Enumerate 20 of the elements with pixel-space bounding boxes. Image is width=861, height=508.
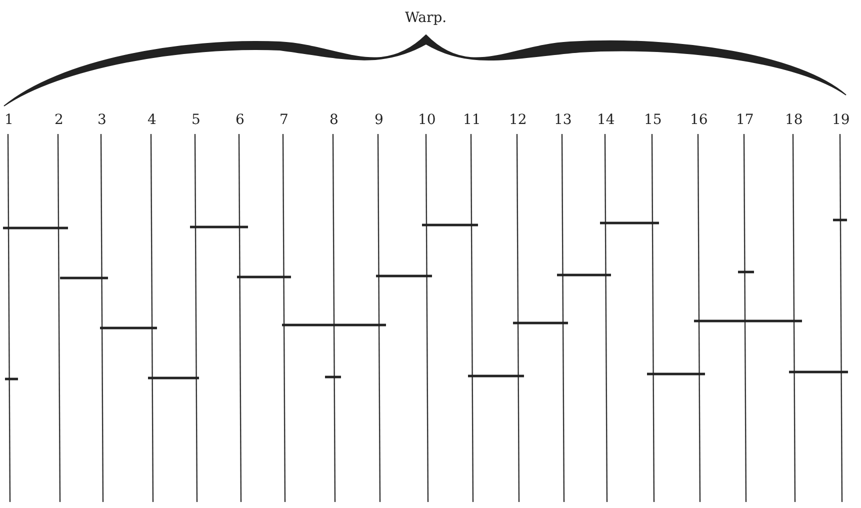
thread-number: 9 xyxy=(374,112,384,128)
thread-number: 14 xyxy=(597,112,615,128)
thread-number: 10 xyxy=(418,112,436,128)
thread-number: 13 xyxy=(554,112,572,128)
thread-number: 18 xyxy=(785,112,803,128)
thread-number: 17 xyxy=(736,112,754,128)
thread-number: 3 xyxy=(98,112,106,128)
thread-number: 11 xyxy=(463,112,481,128)
thread-number: 8 xyxy=(330,112,338,128)
thread-number: 1 xyxy=(4,112,14,128)
thread-number: 15 xyxy=(644,112,662,128)
thread-number: 16 xyxy=(690,112,708,128)
thread-number: 5 xyxy=(192,112,200,128)
thread-number: 2 xyxy=(54,112,64,128)
thread-number: 6 xyxy=(236,112,244,128)
warp-label: Warp. xyxy=(405,10,447,26)
thread-number: 4 xyxy=(148,112,156,128)
thread-number: 7 xyxy=(280,112,288,128)
thread-number: 12 xyxy=(509,112,527,128)
thread-number: 19 xyxy=(832,112,850,128)
